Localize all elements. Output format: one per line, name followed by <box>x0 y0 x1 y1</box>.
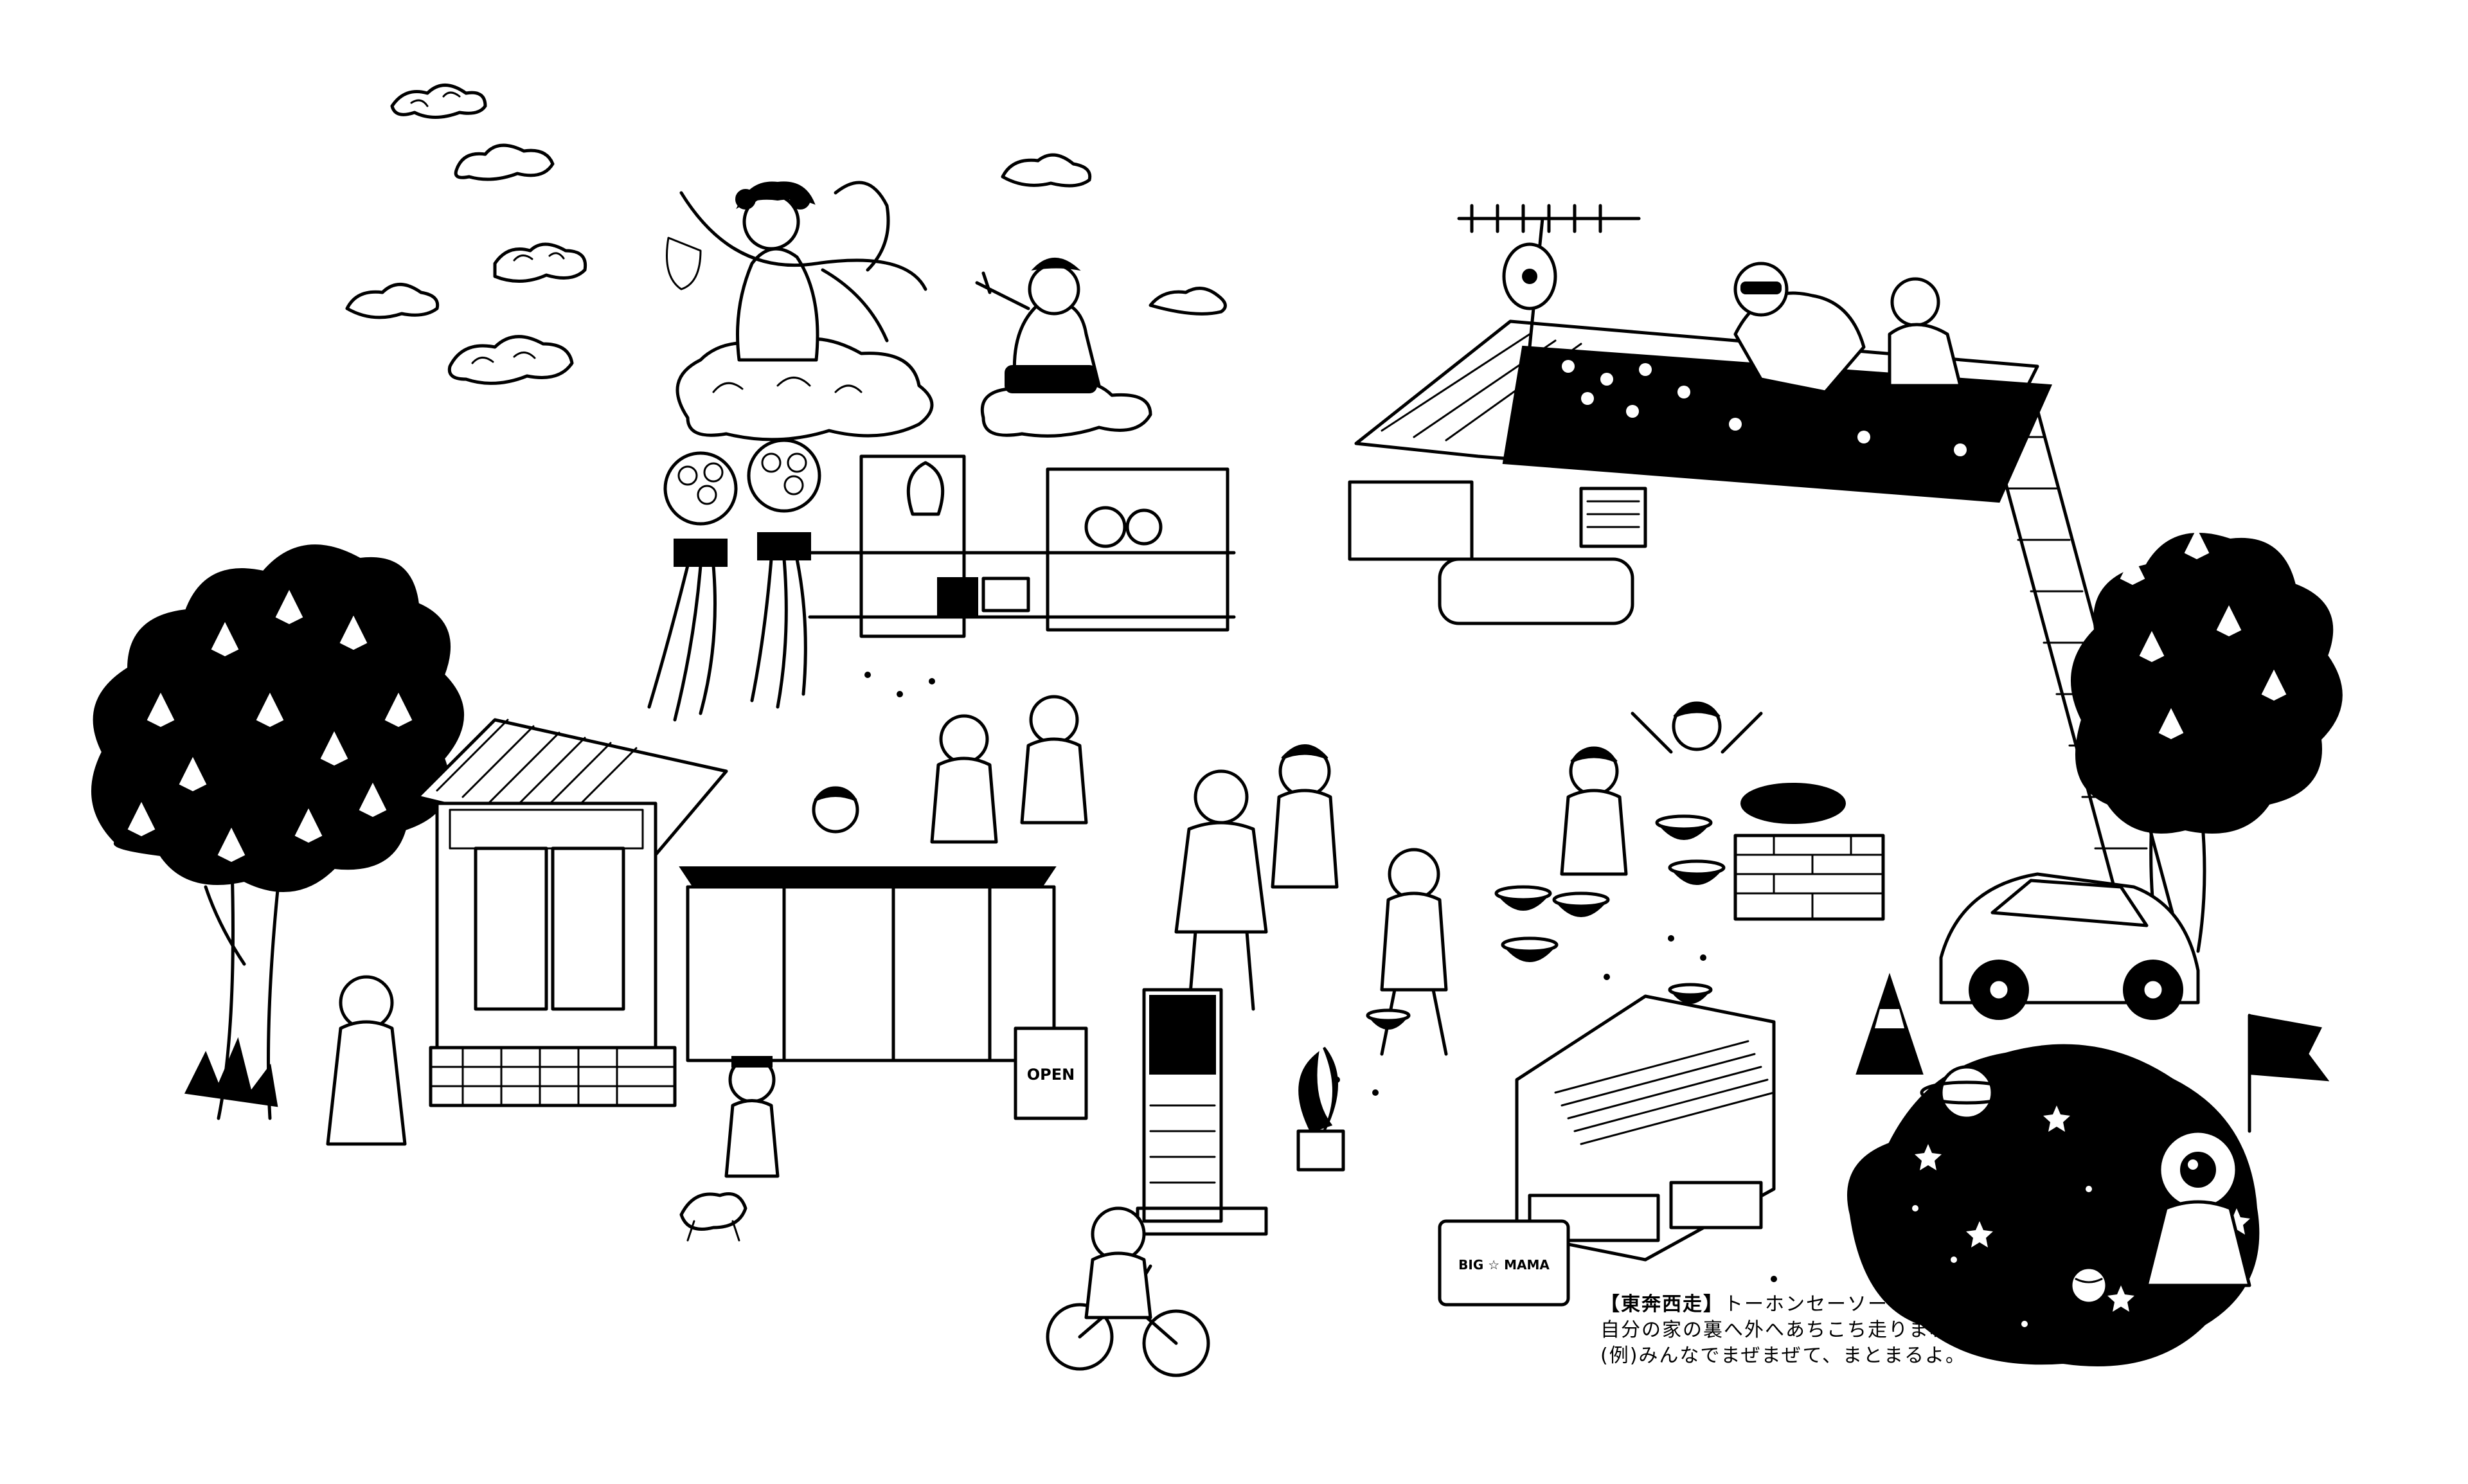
child-on-cloud <box>977 259 1150 436</box>
person <box>328 977 405 1144</box>
person <box>1632 703 1761 752</box>
bowl-icon <box>1503 938 1557 961</box>
shop-sign-text: OPEN <box>1027 1066 1075 1084</box>
person <box>932 716 996 842</box>
car-icon <box>1941 874 2198 1019</box>
potted-plant-icon <box>1298 1048 1343 1170</box>
bicycle-icon <box>1048 1208 1208 1375</box>
tree-icon <box>2072 530 2341 951</box>
satellite-dish-icon <box>1504 244 1555 308</box>
bowls-area <box>1368 816 1724 1028</box>
texture-dots <box>864 672 1777 1282</box>
tote-bag: BIG ☆ MAMA <box>1440 1221 1568 1305</box>
caption-reading: トーホンセーソー <box>1724 1293 1888 1316</box>
traffic-cone-icon <box>1857 977 1922 1073</box>
organ <box>1517 996 1774 1260</box>
bowl-icon <box>1554 893 1608 916</box>
caption-line-2: (例)みんなでまぜまぜて、まとまるよ。 <box>1600 1345 1967 1367</box>
cloud-icon <box>347 285 438 317</box>
shop-sign: OPEN <box>1015 1028 1086 1118</box>
caption-title: 【東奔西走】 <box>1600 1293 1724 1316</box>
planet-icon <box>1922 1067 2012 1118</box>
celestial-maiden <box>667 183 933 440</box>
house-roof-icon <box>1356 264 2050 501</box>
tree-icon <box>93 546 463 1118</box>
flag-icon <box>2249 1015 2327 1131</box>
kitchen-shelves <box>810 456 1645 636</box>
person <box>1022 697 1086 823</box>
brick-stove <box>1735 784 1883 919</box>
crowd-people <box>328 697 1761 1176</box>
person <box>1273 746 1337 887</box>
cloud-icon <box>392 85 485 118</box>
cloud-icon <box>449 337 572 384</box>
tote-bag-text: BIG ☆ MAMA <box>1458 1257 1550 1273</box>
cloud-icon <box>1150 289 1225 314</box>
dog <box>681 1194 746 1241</box>
cloud-icon <box>1003 155 1090 186</box>
person <box>1562 748 1626 874</box>
cloud-icon <box>495 244 586 282</box>
bowl-icon <box>1368 1010 1409 1028</box>
cloud-icon <box>456 145 553 179</box>
doorway <box>1138 990 1266 1234</box>
caption-line-1: 自分の家の裏へ外へあちこち走りまわること。 <box>1600 1319 2032 1341</box>
hanging-plants <box>649 440 819 720</box>
caption-heading: 【東奔西走】トーホンセーソー <box>1600 1292 2063 1318</box>
tree-leaf-pattern <box>129 591 411 861</box>
planet-icon <box>2071 1267 2107 1303</box>
person <box>1176 771 1266 1009</box>
bowl-icon <box>1670 861 1724 884</box>
sky-clouds <box>347 85 1225 384</box>
person <box>726 1057 778 1176</box>
caption-block: 【東奔西走】トーホンセーソー 自分の家の裏へ外へあちこち走りまわること。 (例)… <box>1600 1292 2063 1369</box>
ladder-icon <box>1980 386 2172 913</box>
person <box>814 788 857 832</box>
bowl-icon <box>1657 816 1711 839</box>
bowl-icon <box>1670 985 1711 1003</box>
shop-building <box>418 720 1054 1105</box>
person <box>1382 850 1446 1054</box>
antenna-icon <box>1459 206 1639 347</box>
bowl-icon <box>1496 887 1550 909</box>
astronaut-icon <box>2147 1131 2249 1285</box>
